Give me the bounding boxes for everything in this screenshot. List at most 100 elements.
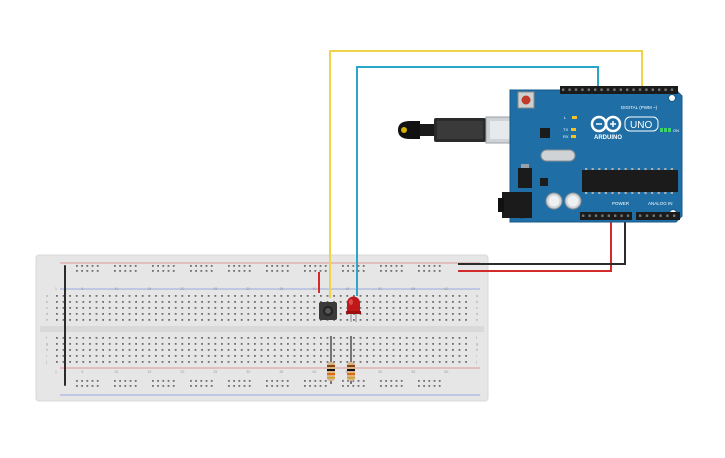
breadboard-hole[interactable] — [214, 361, 217, 363]
breadboard-hole[interactable] — [306, 343, 309, 345]
breadboard-hole[interactable] — [390, 270, 393, 272]
breadboard-hole[interactable] — [233, 380, 235, 382]
breadboard-hole[interactable] — [445, 337, 448, 339]
breadboard-hole[interactable] — [419, 361, 421, 363]
breadboard-hole[interactable] — [458, 337, 461, 339]
breadboard-hole[interactable] — [372, 343, 375, 345]
breadboard-hole[interactable] — [181, 361, 184, 363]
breadboard-hole[interactable] — [234, 355, 236, 357]
breadboard-hole[interactable] — [205, 385, 208, 387]
yellow-wire[interactable] — [329, 50, 643, 298]
breadboard-hole[interactable] — [56, 301, 58, 303]
breadboard-hole[interactable] — [214, 313, 217, 315]
breadboard-hole[interactable] — [124, 380, 127, 382]
breadboard-hole[interactable] — [386, 355, 388, 357]
breadboard-hole[interactable] — [82, 355, 85, 357]
breadboard-hole[interactable] — [260, 361, 263, 363]
breadboard-hole[interactable] — [465, 295, 467, 297]
breadboard-hole[interactable] — [240, 301, 243, 303]
breadboard-hole[interactable] — [326, 301, 329, 303]
breadboard-hole[interactable] — [214, 349, 217, 351]
breadboard-hole[interactable] — [419, 313, 421, 315]
breadboard-hole[interactable] — [445, 307, 448, 309]
breadboard-hole[interactable] — [214, 343, 217, 345]
breadboard-hole[interactable] — [309, 265, 311, 267]
breadboard-hole[interactable] — [102, 361, 104, 363]
breadboard-hole[interactable] — [152, 265, 154, 267]
breadboard-hole[interactable] — [62, 313, 65, 315]
breadboard-hole[interactable] — [135, 307, 137, 309]
breadboard-hole[interactable] — [339, 355, 342, 357]
breadboard-hole[interactable] — [359, 301, 362, 303]
breadboard-hole[interactable] — [210, 265, 213, 267]
breadboard-hole[interactable] — [306, 337, 309, 339]
breadboard-hole[interactable] — [221, 313, 223, 315]
breadboard-hole[interactable] — [379, 355, 382, 357]
breadboard-hole[interactable] — [102, 337, 104, 339]
breadboard-hole[interactable] — [445, 343, 448, 345]
breadboard-hole[interactable] — [95, 337, 98, 339]
breadboard-hole[interactable] — [56, 349, 58, 351]
header-pin[interactable] — [619, 88, 622, 91]
breadboard-hole[interactable] — [114, 380, 116, 382]
breadboard-hole[interactable] — [395, 380, 398, 382]
breadboard-hole[interactable] — [276, 380, 279, 382]
breadboard-hole[interactable] — [280, 295, 283, 297]
breadboard-hole[interactable] — [148, 337, 151, 339]
breadboard-hole[interactable] — [181, 319, 184, 321]
breadboard-hole[interactable] — [342, 380, 344, 382]
breadboard-hole[interactable] — [194, 349, 197, 351]
breadboard-hole[interactable] — [238, 385, 241, 387]
breadboard-hole[interactable] — [152, 385, 154, 387]
breadboard-hole[interactable] — [433, 270, 436, 272]
breadboard-hole[interactable] — [210, 380, 213, 382]
breadboard-hole[interactable] — [438, 319, 441, 321]
breadboard-hole[interactable] — [385, 385, 387, 387]
header-pin[interactable] — [651, 88, 654, 91]
breadboard-hole[interactable] — [76, 385, 78, 387]
breadboard-hole[interactable] — [161, 307, 164, 309]
breadboard-hole[interactable] — [89, 307, 91, 309]
breadboard-hole[interactable] — [141, 343, 144, 345]
breadboard-hole[interactable] — [89, 343, 91, 345]
breadboard-hole[interactable] — [280, 301, 283, 303]
breadboard-hole[interactable] — [386, 361, 388, 363]
breadboard-hole[interactable] — [238, 380, 241, 382]
breadboard-hole[interactable] — [287, 319, 289, 321]
breadboard-hole[interactable] — [405, 355, 408, 357]
breadboard-hole[interactable] — [168, 307, 170, 309]
breadboard-hole[interactable] — [339, 313, 342, 315]
breadboard-hole[interactable] — [392, 349, 395, 351]
breadboard-hole[interactable] — [119, 380, 121, 382]
breadboard-hole[interactable] — [324, 265, 327, 267]
breadboard-hole[interactable] — [425, 301, 428, 303]
breadboard-hole[interactable] — [359, 307, 362, 309]
breadboard-hole[interactable] — [267, 355, 269, 357]
breadboard-hole[interactable] — [428, 385, 431, 387]
breadboard-hole[interactable] — [172, 265, 175, 267]
breadboard-hole[interactable] — [188, 349, 190, 351]
breadboard-hole[interactable] — [379, 295, 382, 297]
breadboard-hole[interactable] — [432, 307, 434, 309]
breadboard-hole[interactable] — [207, 319, 210, 321]
breadboard-hole[interactable] — [115, 361, 118, 363]
breadboard-hole[interactable] — [314, 380, 317, 382]
breadboard-hole[interactable] — [168, 295, 170, 297]
breadboard-hole[interactable] — [75, 295, 78, 297]
breadboard-hole[interactable] — [181, 349, 184, 351]
breadboard-hole[interactable] — [418, 380, 420, 382]
breadboard-hole[interactable] — [419, 295, 421, 297]
breadboard-hole[interactable] — [95, 355, 98, 357]
breadboard-hole[interactable] — [234, 319, 236, 321]
breadboard-hole[interactable] — [102, 349, 104, 351]
breadboard-hole[interactable] — [267, 295, 269, 297]
breadboard-hole[interactable] — [161, 349, 164, 351]
breadboard-hole[interactable] — [69, 337, 71, 339]
breadboard-hole[interactable] — [134, 270, 137, 272]
breadboard-hole[interactable] — [108, 313, 111, 315]
red-power-wire[interactable] — [458, 215, 612, 272]
breadboard-hole[interactable] — [96, 270, 99, 272]
breadboard-hole[interactable] — [122, 337, 124, 339]
breadboard-hole[interactable] — [339, 337, 342, 339]
breadboard-hole[interactable] — [128, 343, 131, 345]
